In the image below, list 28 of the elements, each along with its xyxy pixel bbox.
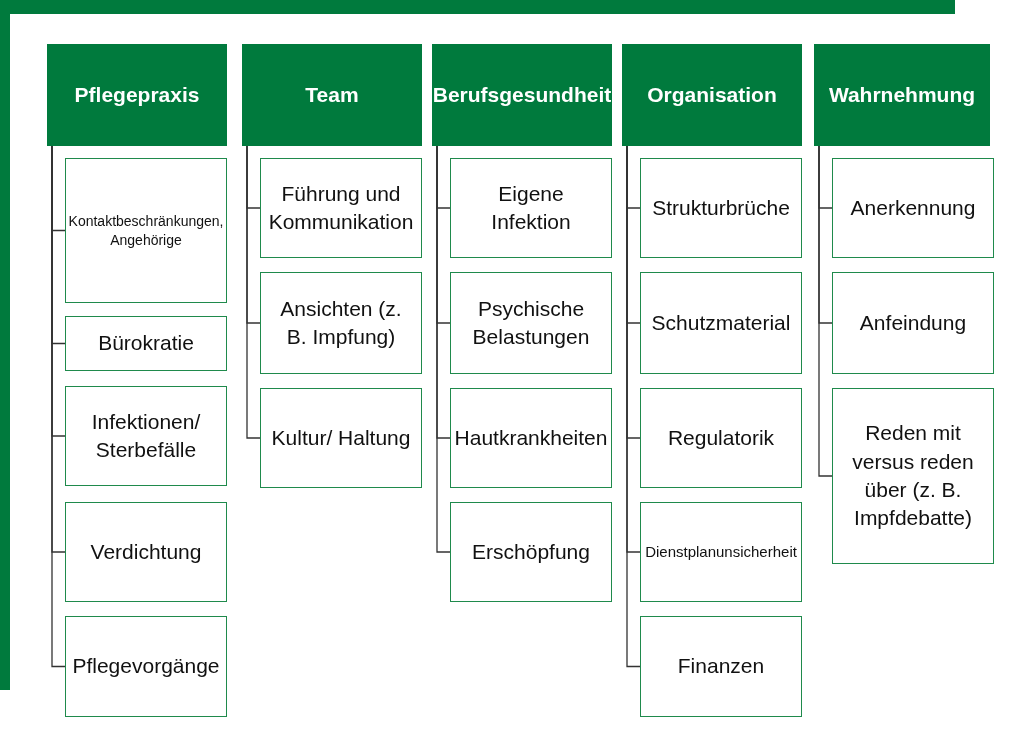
category-header: Team: [242, 44, 422, 146]
connector-line: [436, 145, 451, 553]
item-box: Kontaktbeschränkungen, Angehörige: [65, 158, 227, 303]
item-box: Führung und Kommunikation: [260, 158, 422, 258]
item-box: Erschöpfung: [450, 502, 612, 602]
item-box: Kultur/ Haltung: [260, 388, 422, 488]
item-box: Strukturbrüche: [640, 158, 802, 258]
category-header: Organisation: [622, 44, 802, 146]
connector-line: [818, 145, 833, 477]
item-box: Infektionen/ Sterbefälle: [65, 386, 227, 486]
item-box: Psychische Belastungen: [450, 272, 612, 374]
item-box: Anfeindung: [832, 272, 994, 374]
item-box: Verdichtung: [65, 502, 227, 602]
category-header: Pflegepraxis: [47, 44, 227, 146]
item-box: Bürokratie: [65, 316, 227, 371]
item-box: Pflegevorgänge: [65, 616, 227, 717]
item-box: Hautkrankheiten: [450, 388, 612, 488]
item-box: Schutzmaterial: [640, 272, 802, 374]
item-box: Eigene Infektion: [450, 158, 612, 258]
item-box: Reden mit versus reden über (z. B. Impfdebatte): [832, 388, 994, 564]
category-header: Wahrnehmung: [814, 44, 990, 146]
category-header: Berufsgesundheit: [432, 44, 612, 146]
item-box: Ansichten (z. B. Impfung): [260, 272, 422, 374]
item-box: Anerkennung: [832, 158, 994, 258]
item-box: Dienstplanunsicherheit: [640, 502, 802, 602]
item-box: Regulatorik: [640, 388, 802, 488]
item-box: Finanzen: [640, 616, 802, 717]
connector-line: [246, 145, 261, 439]
